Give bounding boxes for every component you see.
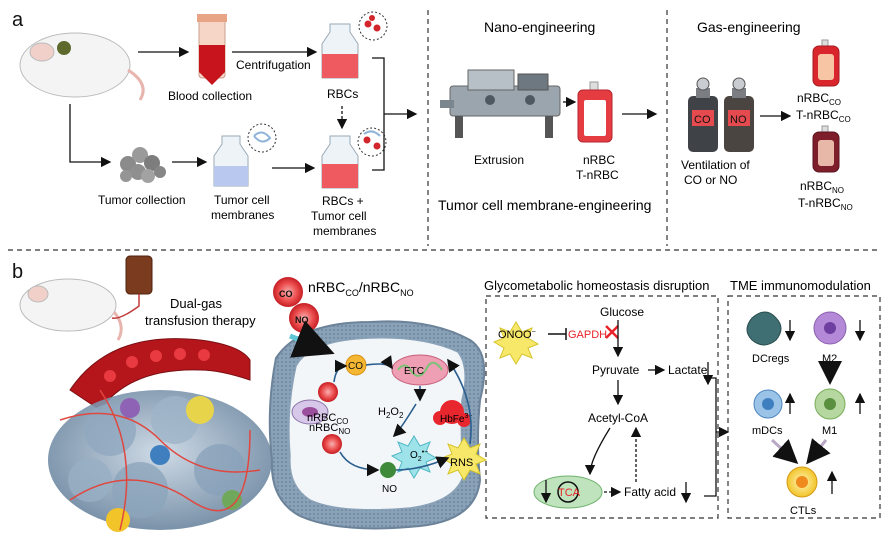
- tumor-membrane-label-2: membranes: [211, 208, 274, 222]
- glyco-bracket: [704, 377, 717, 497]
- rbc-membrane-flask-icon: [321, 127, 387, 189]
- nrbc-no-bag-icon: [812, 125, 840, 173]
- nano-title: Nano-engineering: [484, 19, 595, 35]
- cell-arrows: [333, 355, 472, 477]
- dual-gas-label-1: Dual-gas: [170, 296, 223, 311]
- rbc-tumor-label-3: membranes: [313, 224, 376, 238]
- nrbc-label: nRBC: [583, 153, 615, 167]
- mitochondria-icon: [391, 354, 449, 386]
- arrow-mouse-to-tumor: [69, 104, 112, 168]
- ventilation-label-1: Ventilation of: [681, 158, 750, 172]
- nrbc-co-cell-particle: [318, 382, 338, 402]
- ventilation-label-2: CO or NO: [684, 173, 737, 187]
- nrbc-no-label: nRBCNO: [800, 179, 844, 195]
- rbcs-label: RBCs: [327, 87, 358, 101]
- m1-label: M1: [822, 425, 837, 437]
- panel-a-letter: a: [12, 9, 24, 31]
- rbc-tumor-label-2: Tumor cell: [311, 209, 367, 223]
- dcregs-cell-icon: [746, 311, 782, 346]
- tumor-mass: [48, 389, 272, 532]
- glucose-label: Glucose: [600, 305, 644, 319]
- nrbc-no-cell-particle: [322, 434, 342, 454]
- tumor-membrane-engineering-label: Tumor cell membrane-engineering: [438, 197, 651, 213]
- nrbc-co-bubble: CO: [273, 277, 303, 307]
- nrbc-co-bag-icon: [812, 39, 840, 87]
- svg-text:CO: CO: [279, 289, 293, 299]
- no-molecule-label: NO: [382, 484, 397, 495]
- dual-gas-label-2: transfusion therapy: [145, 313, 256, 328]
- cross-icon: [605, 325, 619, 339]
- ctls-cell-icon: [786, 466, 818, 498]
- t-nrbc-no-label: T-nRBCNO: [798, 196, 853, 212]
- t-nrbc-co-label: T-nRBCCO: [796, 108, 851, 124]
- blood-tube-icon: [197, 14, 227, 85]
- m1-cell-icon: [814, 388, 846, 420]
- svg-text:NO: NO: [295, 315, 309, 325]
- nrbc-no-cell-label: nRBCNO: [309, 422, 350, 436]
- panel-b-letter: b: [12, 261, 23, 283]
- glyco-title: Glycometabolic homeostasis disruption: [484, 278, 709, 293]
- tca-label: TCA: [558, 487, 581, 499]
- onoo-label: ONOO−: [498, 329, 536, 341]
- extrusion-label: Extrusion: [474, 153, 524, 167]
- hbfe-icon: [433, 400, 471, 427]
- mdcs-to-ctls-arrow: [770, 438, 799, 465]
- lactate-label: Lactate: [668, 363, 708, 377]
- tumor-cluster-icon: [120, 147, 166, 183]
- legend-label: nRBCCO/nRBCNO: [308, 279, 414, 298]
- blood-collection-label: Blood collection: [168, 89, 252, 103]
- m2-label: M2: [822, 353, 837, 365]
- m2-cell-icon: [813, 311, 847, 345]
- mouse-icon: [19, 32, 145, 101]
- no-cylinder-icon: NO: [724, 77, 754, 152]
- mdcs-cell-icon: [753, 389, 783, 419]
- co-molecule-label: CO: [348, 361, 363, 372]
- hbfe-label: HbFe3+: [440, 413, 472, 425]
- arrow-acetyl-tca: [584, 427, 611, 476]
- mdcs-label: mDCs: [752, 425, 783, 437]
- gas-title: Gas-engineering: [697, 19, 801, 35]
- tme-box: [727, 295, 881, 519]
- mouse-b-icon: [19, 278, 123, 341]
- rbc-tumor-label-1: RBCs +: [322, 194, 364, 208]
- nrbc-co-label: nRBCCO: [797, 91, 841, 107]
- co-cylinder-icon: CO: [688, 77, 718, 152]
- glyco-box: [485, 295, 719, 519]
- tumor-membrane-label-1: Tumor cell: [214, 193, 270, 207]
- nrbc-bag-icon: [577, 81, 613, 143]
- gapdh-label: GAPDH: [568, 329, 607, 341]
- rbc-flask-icon: [321, 11, 388, 79]
- nrbc-co-cell-label: nRBCCO: [307, 412, 348, 426]
- ctls-label: CTLs: [790, 505, 817, 517]
- onoo-icon: [492, 321, 540, 365]
- entry-arrow: [289, 320, 335, 358]
- no-molecule: [380, 462, 396, 478]
- extruder-icon: [440, 69, 561, 138]
- vessel-rbcs: [104, 348, 210, 382]
- m1-to-ctls-arrow: [806, 438, 831, 465]
- tumor-membrane-flask-icon: [213, 123, 277, 187]
- co-cylinder-label: CO: [694, 114, 711, 126]
- tumor-collection-label: Tumor collection: [98, 193, 186, 207]
- nucleolus-icon: [302, 407, 318, 417]
- rns-label: RNS: [450, 457, 473, 469]
- etc-label: ETC: [404, 366, 424, 377]
- h2o2-label: H2O2: [378, 406, 404, 420]
- tme-title: TME immunomodulation: [730, 278, 871, 293]
- pyruvate-label: Pyruvate: [592, 363, 640, 377]
- centrifugation-label: Centrifugation: [236, 58, 311, 72]
- t-nrbc-label: T-nRBC: [576, 168, 619, 182]
- acetyl-coa-label: Acetyl-CoA: [588, 411, 648, 425]
- fatty-acid-label: Fatty acid: [624, 485, 676, 499]
- dcregs-label: DCregs: [752, 353, 790, 365]
- nrbc-no-bubble: NO: [289, 303, 319, 333]
- o2-label: O2•−: [410, 449, 428, 463]
- no-cylinder-label: NO: [730, 114, 747, 126]
- transfusion-bag-icon: [111, 255, 153, 319]
